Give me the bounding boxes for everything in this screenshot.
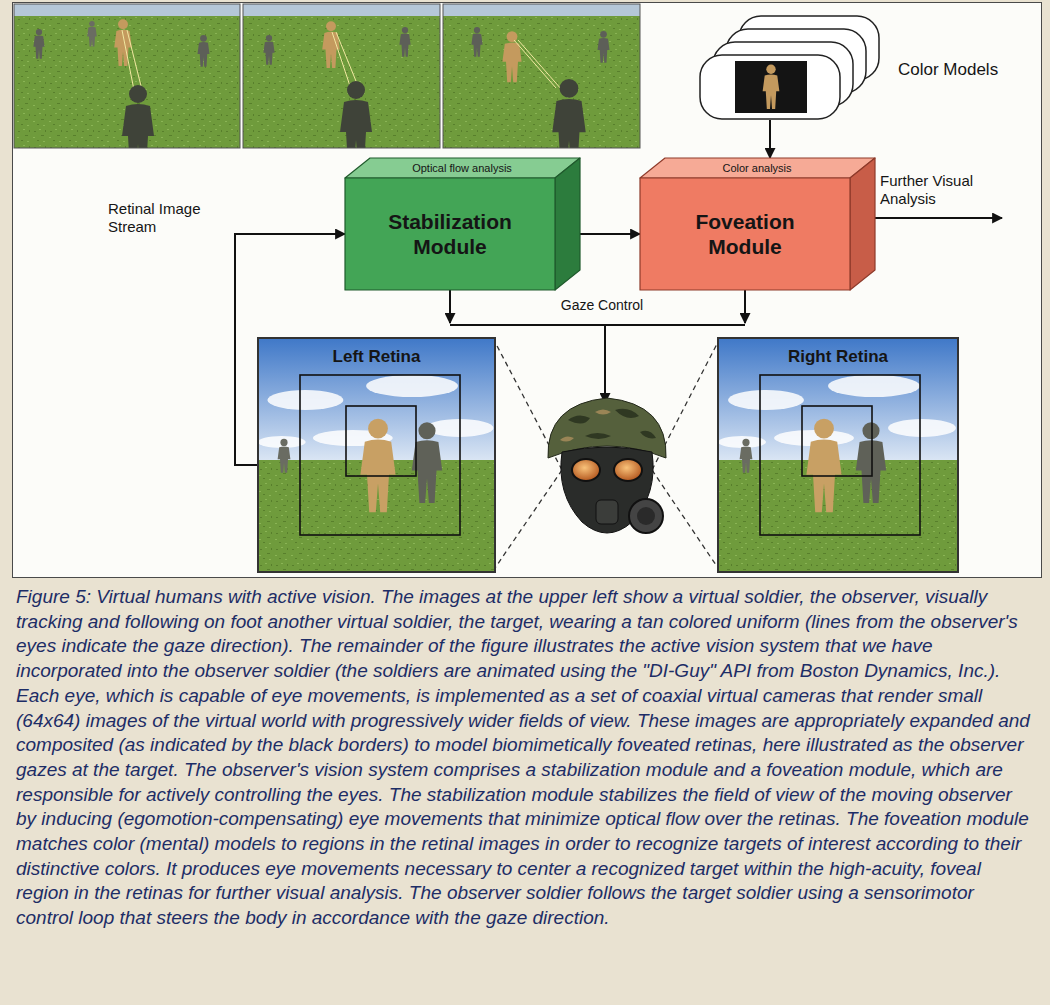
module-title: Stabilization Module (364, 209, 536, 259)
sky (718, 338, 958, 572)
module-box: Optical flow analysisStabilization Modul… (345, 158, 580, 290)
soldier (806, 419, 841, 513)
soldier (856, 422, 886, 503)
color-model-stack: Color Models (695, 6, 1030, 120)
screenshot-strip (14, 4, 640, 170)
figure-label: Gaze Control (552, 296, 652, 314)
stack-label: Color Models (898, 60, 998, 80)
soldier (360, 419, 395, 513)
module-box: Color analysisFoveation Module (640, 158, 875, 290)
text-slot: Right Retina (718, 346, 958, 368)
figure-caption: Figure 5: Virtual humans with active vis… (16, 585, 1036, 931)
retina-border (718, 338, 958, 572)
observer-head (548, 398, 666, 533)
text-slot: Foveation Module (640, 178, 850, 290)
model-card (700, 55, 840, 119)
retina-view: Left Retina (258, 338, 495, 572)
module-face-label: Color analysis (722, 162, 791, 175)
edge-label: Retinal Image Stream (108, 200, 226, 236)
fovea-border (300, 375, 460, 535)
box-front-face (640, 178, 850, 290)
module-face-label: Optical flow analysis (412, 162, 512, 175)
soldier (740, 439, 753, 473)
text-slot: Left Retina (258, 346, 495, 368)
fovea-border (760, 375, 920, 535)
retina-view-outline (258, 338, 495, 572)
text-slot: Color analysis (652, 158, 862, 178)
box-top-face (345, 158, 580, 178)
module-title: Foveation Module (659, 209, 831, 259)
fovea-border (346, 406, 416, 476)
retina-border (258, 338, 495, 572)
soldier (278, 439, 291, 473)
further-analysis-arrow (875, 217, 1002, 219)
retina-title: Right Retina (788, 347, 888, 367)
connector (769, 120, 771, 158)
connector (580, 233, 640, 235)
retina-view: Right Retina (718, 338, 958, 572)
figure-label: Further Visual Analysis (880, 172, 1002, 208)
model-image (735, 61, 807, 113)
box-front-face (345, 178, 555, 290)
sky (258, 338, 495, 572)
text-slot: Stabilization Module (345, 178, 555, 290)
fovea-border (802, 406, 872, 476)
text-slot: Optical flow analysis (357, 158, 567, 178)
box-top-face (640, 158, 875, 178)
box-side-face (850, 158, 875, 290)
view-lines (495, 342, 718, 568)
retina-title: Left Retina (333, 347, 421, 367)
text-slot: Color Models (898, 58, 1028, 82)
retina-view-outline (718, 338, 958, 572)
box-side-face (555, 158, 580, 290)
